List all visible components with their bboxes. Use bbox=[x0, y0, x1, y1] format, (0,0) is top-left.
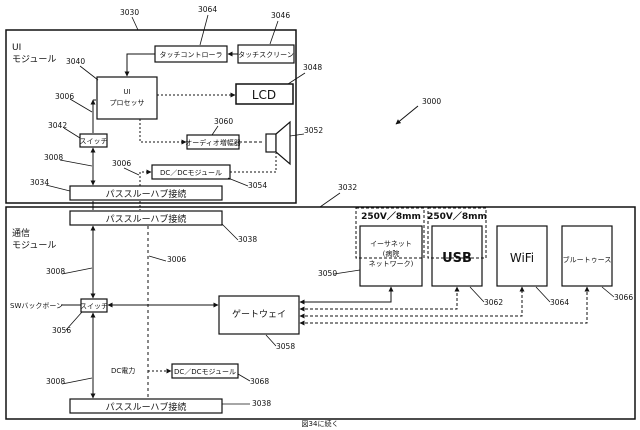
comm-hub-bottom-label: パススルーハブ接続 bbox=[106, 401, 187, 413]
usb-label: USB bbox=[442, 251, 472, 266]
bluetooth-label: ブルートゥース bbox=[563, 255, 612, 264]
ref-3006c: 3006 bbox=[167, 255, 186, 264]
wifi-label: WiFi bbox=[510, 251, 534, 265]
ref-3064b: 3064 bbox=[550, 298, 569, 307]
comm-module-title-2: モジュール bbox=[12, 241, 56, 251]
ref-3048: 3048 bbox=[303, 63, 322, 72]
ref-3008b: 3008 bbox=[46, 267, 65, 276]
ref-3034: 3034 bbox=[30, 178, 49, 187]
ref-3060: 3060 bbox=[214, 117, 233, 126]
ref-3008c: 3008 bbox=[46, 377, 65, 386]
speaker-icon bbox=[266, 122, 290, 164]
touch-controller-label: タッチコントローラ bbox=[160, 50, 223, 59]
ref-3052: 3052 bbox=[304, 126, 323, 135]
dc-power-label: DC電力 bbox=[111, 366, 135, 375]
comm-dcdc-label: DC／DCモジュール bbox=[174, 368, 236, 376]
ref-3008a: 3008 bbox=[44, 153, 63, 162]
gateway-label: ゲートウェイ bbox=[232, 308, 286, 320]
ethernet-label-2: (病院 bbox=[383, 249, 400, 258]
comm-hub-top-label: パススルーハブ接続 bbox=[106, 213, 187, 225]
ref-3040: 3040 bbox=[66, 57, 85, 66]
comm-switch-label: スイッチ bbox=[80, 303, 108, 311]
voltage-label-1: 250V／8mm bbox=[361, 211, 421, 222]
touch-screen-label: タッチスクリーン bbox=[238, 50, 294, 59]
ethernet-label-3: ネットワーク) bbox=[369, 260, 414, 268]
ref-3030: 3030 bbox=[120, 8, 139, 17]
ref-3038b: 3038 bbox=[252, 399, 271, 408]
ref-3050: 3050 bbox=[318, 269, 337, 278]
voltage-label-2: 250V／8mm bbox=[427, 211, 487, 222]
ref-3058: 3058 bbox=[276, 342, 295, 351]
ui-module-title-2: モジュール bbox=[12, 55, 56, 65]
ui-dcdc-label: DC／DCモジュール bbox=[160, 169, 222, 177]
ref-3006b: 3006 bbox=[112, 159, 131, 168]
ref-3032: 3032 bbox=[338, 183, 357, 192]
ui-switch-label: スイッチ bbox=[80, 138, 108, 146]
ref-3068: 3068 bbox=[250, 377, 269, 386]
ref-3038a: 3038 bbox=[238, 235, 257, 244]
ui-processor-label-2: プロセッサ bbox=[110, 99, 145, 107]
lcd-label: LCD bbox=[252, 88, 276, 102]
ref-3000: 3000 bbox=[422, 97, 441, 106]
comm-module-title: 通信 bbox=[12, 227, 30, 239]
figure-caption: 図34に続く bbox=[302, 419, 339, 428]
ref-3046: 3046 bbox=[271, 11, 290, 20]
ui-hub-label: パススルーハブ接続 bbox=[106, 188, 187, 200]
sw-backbone-label: SWバックボーン bbox=[10, 302, 63, 310]
ref-3066: 3066 bbox=[614, 293, 633, 302]
audio-amp-label: オーディオ増幅器 bbox=[185, 138, 241, 147]
ref-3064: 3064 bbox=[198, 5, 217, 14]
ui-processor-label: UI bbox=[123, 88, 130, 96]
ref-3062: 3062 bbox=[484, 298, 503, 307]
ui-processor-box bbox=[97, 77, 157, 119]
ui-module-title: UI bbox=[12, 43, 21, 53]
ref-3054: 3054 bbox=[248, 181, 267, 190]
ethernet-label: イーサネット bbox=[370, 240, 412, 248]
